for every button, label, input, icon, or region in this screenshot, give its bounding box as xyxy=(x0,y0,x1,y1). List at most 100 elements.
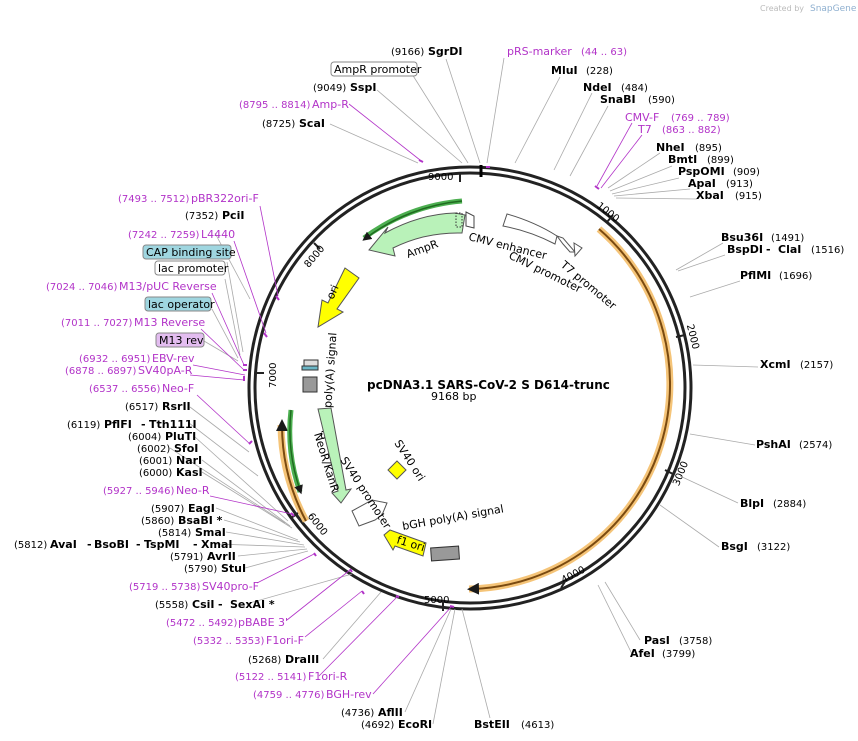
enzyme-pos: (6002) xyxy=(137,444,170,455)
enzyme-name[interactable]: SexAI * xyxy=(230,598,275,611)
m13-rev-box[interactable] xyxy=(155,332,205,348)
t7-promoter-feature[interactable] xyxy=(573,242,583,258)
enzyme-pos: (5860) xyxy=(141,516,174,527)
enzyme-name[interactable]: TspMI xyxy=(144,538,180,551)
enzyme-name[interactable]: EagI xyxy=(188,502,215,515)
enzyme-name[interactable]: XmaI xyxy=(201,538,232,551)
primer-name[interactable]: F1ori-F xyxy=(266,634,304,647)
primer-pos: (6878 .. 6897) xyxy=(65,366,137,377)
enzyme-name[interactable]: EcoRI xyxy=(398,718,432,731)
neor-feature[interactable] xyxy=(317,407,353,504)
enzyme-name[interactable]: SmaI xyxy=(195,526,226,539)
enzyme-name[interactable]: NheI xyxy=(656,141,685,154)
primer-name[interactable]: BGH-rev xyxy=(326,688,372,701)
enzyme-name[interactable]: AfeI xyxy=(630,647,655,660)
enzyme-name[interactable]: BlpI xyxy=(740,497,764,510)
enzyme-name[interactable]: ScaI xyxy=(299,117,325,130)
enzyme-pos: (7352) xyxy=(185,211,218,222)
enzyme-name[interactable]: MluI xyxy=(551,64,578,77)
enzyme-name[interactable]: - xyxy=(136,538,141,551)
enzyme-name[interactable]: ApaI xyxy=(688,177,716,190)
enzyme-name[interactable]: BmtI xyxy=(668,153,697,166)
enzyme-pos: (5907) xyxy=(151,504,184,515)
enzyme-name[interactable]: Tth111I xyxy=(149,418,197,431)
enzyme-name[interactable]: NarI xyxy=(176,454,202,467)
primer-name[interactable]: M13/pUC Reverse xyxy=(119,280,217,293)
primer-name[interactable]: F1ori-R xyxy=(308,670,348,683)
enzyme-name[interactable]: AvaI xyxy=(50,538,77,551)
enzyme-name[interactable]: XbaI xyxy=(696,189,724,202)
primer-name[interactable]: L4440 xyxy=(201,228,235,241)
cmv-enhancer-feature[interactable] xyxy=(502,213,558,245)
enzyme-name[interactable]: - xyxy=(218,598,223,611)
primer-pos: (7024 .. 7046) xyxy=(46,282,118,293)
primer-name[interactable]: Neo-F xyxy=(162,382,194,395)
primer-name[interactable]: T7 xyxy=(637,123,652,136)
sv40-ori-feature[interactable] xyxy=(387,460,407,480)
sv40-polya-feature[interactable] xyxy=(302,376,318,393)
enzyme-labels: (9166) SgrDI (9049) SspI (8725) ScaI (73… xyxy=(14,45,844,731)
cmv-promoter-feature[interactable] xyxy=(555,235,577,253)
enzyme-name[interactable]: SgrDI xyxy=(428,45,462,58)
enzyme-name[interactable]: SnaBI xyxy=(600,93,636,106)
enzyme-name[interactable]: XcmI xyxy=(760,358,791,371)
lac-operator-box[interactable] xyxy=(144,296,212,312)
enzyme-name[interactable]: PspOMI xyxy=(678,165,725,178)
enzyme-name[interactable]: CsiI xyxy=(192,598,214,611)
enzyme-name[interactable]: DraIII xyxy=(285,653,319,666)
enzyme-name[interactable]: Bsu36I xyxy=(721,231,763,244)
enzyme-pos: (895) xyxy=(695,143,722,154)
enzyme-name[interactable]: SfoI xyxy=(174,442,198,455)
enzyme-name[interactable]: BspDI xyxy=(727,243,763,256)
enzyme-name[interactable]: StuI xyxy=(221,562,246,575)
enzyme-name[interactable]: BsoBI xyxy=(94,538,129,551)
enzyme-name[interactable]: - xyxy=(141,418,146,431)
bgh-polya-feature[interactable] xyxy=(430,545,460,562)
enzyme-name[interactable]: AflII xyxy=(378,706,403,719)
primer-name[interactable]: EBV-rev xyxy=(152,352,195,365)
enzyme-name[interactable]: PciI xyxy=(222,209,244,222)
enzyme-name[interactable]: PflFI xyxy=(104,418,132,431)
ampr-promoter-feature[interactable] xyxy=(465,211,475,229)
enzyme-name[interactable]: PasI xyxy=(644,634,670,647)
primer-name[interactable]: Amp-R xyxy=(312,98,349,111)
primer-name[interactable]: M13 Reverse xyxy=(134,316,205,329)
ori-feature[interactable] xyxy=(317,267,360,328)
primer-name[interactable]: SV40pro-F xyxy=(202,580,259,593)
cap-site-feature[interactable] xyxy=(301,365,319,371)
enzyme-name[interactable]: PshAI xyxy=(756,438,791,451)
enzyme-name[interactable]: ClaI xyxy=(778,243,801,256)
primer-name[interactable]: pBR322ori-F xyxy=(191,192,259,205)
primer-name[interactable]: CMV-F xyxy=(625,111,659,124)
enzyme-pos: (5791) xyxy=(170,552,203,563)
primer-name[interactable]: pBABE 3' xyxy=(238,616,288,629)
enzyme-name[interactable]: NdeI xyxy=(583,81,612,94)
enzyme-name[interactable]: RsrII xyxy=(162,400,191,413)
enzyme-name[interactable]: SspI xyxy=(350,81,376,94)
primer-name[interactable]: pRS-marker xyxy=(507,45,572,58)
f1-ori-feature[interactable] xyxy=(383,529,427,557)
enzyme-name[interactable]: - xyxy=(766,243,771,256)
enzyme-pos: (228) xyxy=(586,66,613,77)
enzyme-name[interactable]: BsaBI * xyxy=(178,514,223,527)
ampr-feature[interactable] xyxy=(368,212,466,257)
enzyme-name[interactable]: PflMI xyxy=(740,269,771,282)
label-connectors xyxy=(169,57,759,725)
primer-name[interactable]: Neo-R xyxy=(176,484,210,497)
enzyme-name[interactable]: - xyxy=(193,538,198,551)
lac-operator-box-label: lac operator xyxy=(148,298,215,311)
enzyme-name[interactable]: BstEII xyxy=(474,718,510,731)
enzyme-name[interactable]: - xyxy=(87,538,92,551)
primer-name[interactable]: SV40pA-R xyxy=(138,364,193,377)
cap-site-box[interactable] xyxy=(142,244,232,260)
primer-pos: (5472 .. 5492) xyxy=(166,618,238,629)
enzyme-name[interactable]: BsgI xyxy=(721,540,748,553)
sv40-promoter-feature[interactable] xyxy=(351,499,388,527)
enzyme-name[interactable]: AvrII xyxy=(207,550,236,563)
ori-label: ori xyxy=(324,283,342,301)
lac-promoter-box[interactable] xyxy=(154,260,226,276)
enzyme-name[interactable]: PluTI xyxy=(165,430,196,443)
enzyme-pos: (6001) xyxy=(139,456,172,467)
enzyme-name[interactable]: KasI xyxy=(176,466,203,479)
ampr-promoter-box[interactable] xyxy=(330,61,418,77)
